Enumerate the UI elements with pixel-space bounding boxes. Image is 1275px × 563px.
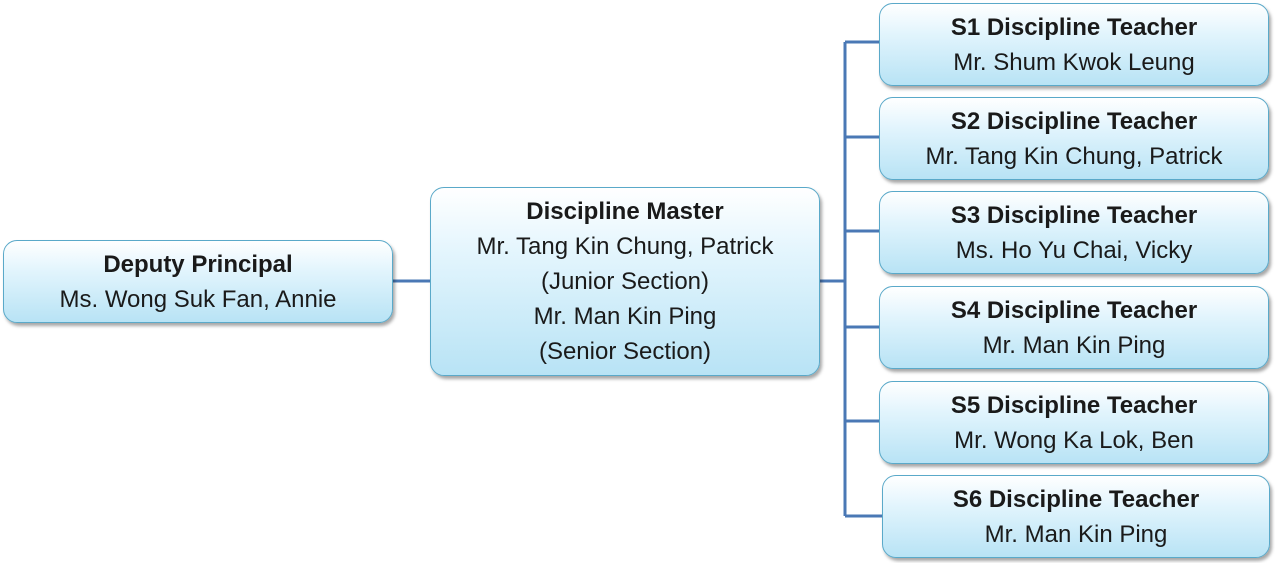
- s2-teacher-name: Mr. Tang Kin Chung, Patrick: [925, 142, 1223, 170]
- discipline-master-line-3: Mr. Man Kin Ping: [533, 303, 717, 330]
- s4-teacher-name: Mr. Man Kin Ping: [982, 331, 1166, 359]
- s4-teacher-title: S4 Discipline Teacher: [950, 296, 1198, 324]
- s1-teacher-title: S1 Discipline Teacher: [950, 13, 1198, 41]
- deputy-principal-name: Ms. Wong Suk Fan, Annie: [59, 285, 337, 313]
- discipline-master-title: Discipline Master: [526, 198, 724, 225]
- deputy-principal-box: Deputy Principal Ms. Wong Suk Fan, Annie: [3, 240, 393, 323]
- s5-teacher-name: Mr. Wong Ka Lok, Ben: [954, 426, 1194, 454]
- s6-teacher-box: S6 Discipline Teacher Mr. Man Kin Ping: [882, 475, 1270, 558]
- s3-teacher-name: Ms. Ho Yu Chai, Vicky: [955, 236, 1193, 264]
- s5-teacher-box: S5 Discipline Teacher Mr. Wong Ka Lok, B…: [879, 381, 1269, 464]
- discipline-master-line-2: (Junior Section): [540, 268, 710, 295]
- s1-teacher-box: S1 Discipline Teacher Mr. Shum Kwok Leun…: [879, 3, 1269, 86]
- discipline-master-line-1: Mr. Tang Kin Chung, Patrick: [476, 233, 774, 260]
- s5-teacher-title: S5 Discipline Teacher: [950, 391, 1198, 419]
- s6-teacher-name: Mr. Man Kin Ping: [984, 520, 1168, 548]
- s4-teacher-box: S4 Discipline Teacher Mr. Man Kin Ping: [879, 286, 1269, 369]
- discipline-master-box: Discipline Master Mr. Tang Kin Chung, Pa…: [430, 187, 820, 376]
- s3-teacher-title: S3 Discipline Teacher: [950, 201, 1198, 229]
- discipline-master-line-4: (Senior Section): [538, 338, 712, 365]
- s1-teacher-name: Mr. Shum Kwok Leung: [953, 48, 1195, 76]
- s3-teacher-box: S3 Discipline Teacher Ms. Ho Yu Chai, Vi…: [879, 191, 1269, 274]
- s6-teacher-title: S6 Discipline Teacher: [952, 485, 1200, 513]
- deputy-principal-title: Deputy Principal: [103, 250, 293, 278]
- s2-teacher-title: S2 Discipline Teacher: [950, 107, 1198, 135]
- s2-teacher-box: S2 Discipline Teacher Mr. Tang Kin Chung…: [879, 97, 1269, 180]
